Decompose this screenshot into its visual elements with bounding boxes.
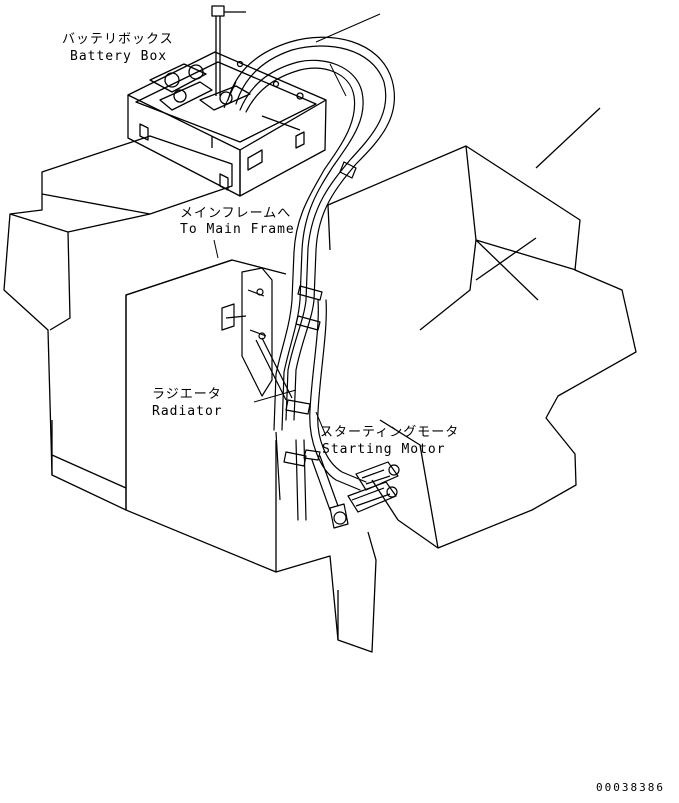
label-main-frame-en: To Main Frame [180, 222, 295, 237]
radiator-bracket [221, 267, 293, 501]
cable-harness [227, 36, 396, 521]
battery-box [127, 5, 327, 197]
starting-motor [329, 461, 400, 529]
label-radiator-en: Radiator [152, 404, 223, 419]
leader-lines [213, 13, 381, 437]
label-main-frame-jp: メインフレームへ [180, 206, 291, 221]
label-radiator-jp: ラジエータ [152, 387, 222, 402]
label-starting-motor-en: Starting Motor [322, 442, 446, 457]
label-battery-box-en: Battery Box [70, 49, 167, 64]
engine-outline [3, 107, 637, 653]
label-battery-box-jp: バッテリボックス [62, 32, 174, 47]
drawing-code: 00038386 [596, 781, 665, 794]
label-starting-motor-jp: スターティングモータ [320, 425, 459, 440]
